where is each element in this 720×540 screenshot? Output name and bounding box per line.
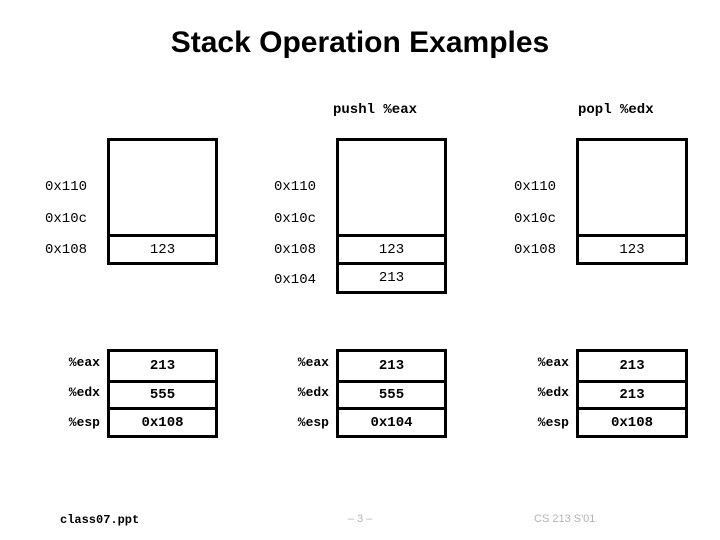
reg-label-eax-pushl: %eax <box>297 355 329 370</box>
reg-label-eax-initial: %eax <box>68 355 100 370</box>
reg-label-eax-popl: %eax <box>537 355 569 370</box>
stack-box-initial: 123 <box>107 138 218 265</box>
addr-label-0x110-pushl: 0x110 <box>274 179 317 195</box>
reg-label-esp-initial: %esp <box>68 415 100 430</box>
reg-value-eax-pushl: 213 <box>339 352 444 380</box>
footer-page-number: – 3 – <box>347 513 373 525</box>
stack-cell-empty-initial <box>110 141 215 234</box>
reg-value-edx-pushl: 555 <box>339 380 444 407</box>
footer-filename: class07.ppt <box>60 513 140 527</box>
reg-value-eax-initial: 213 <box>110 352 215 380</box>
page-title: Stack Operation Examples <box>170 26 550 59</box>
reg-value-eax-popl: 213 <box>579 352 685 380</box>
addr-label-0x10c-pushl: 0x10c <box>274 211 317 227</box>
addr-label-0x110-initial: 0x110 <box>45 179 88 195</box>
footer-course: CS 213 S'01 <box>534 513 596 525</box>
addr-label-0x104-pushl: 0x104 <box>274 272 317 288</box>
register-table-pushl: 213 555 0x104 <box>336 349 447 438</box>
reg-label-edx-pushl: %edx <box>297 385 329 400</box>
reg-value-esp-initial: 0x108 <box>110 407 215 435</box>
addr-label-0x10c-initial: 0x10c <box>45 211 88 227</box>
addr-label-0x108-popl: 0x108 <box>514 242 557 258</box>
reg-value-esp-pushl: 0x104 <box>339 407 444 435</box>
stack-box-popl: 123 <box>576 138 688 265</box>
reg-label-esp-pushl: %esp <box>297 415 329 430</box>
addr-label-0x110-popl: 0x110 <box>514 179 557 195</box>
reg-value-edx-popl: 213 <box>579 380 685 407</box>
reg-label-esp-popl: %esp <box>537 415 569 430</box>
stack-cell-0x108-pushl: 123 <box>339 234 444 262</box>
op-header-pushl: pushl %eax <box>333 102 418 118</box>
stack-cell-0x108-initial: 123 <box>110 234 215 262</box>
op-header-popl: popl %edx <box>578 102 654 118</box>
stack-cell-empty-popl <box>579 141 685 234</box>
addr-label-0x108-pushl: 0x108 <box>274 242 317 258</box>
stack-box-pushl: 123 213 <box>336 138 447 294</box>
stack-cell-0x108-popl: 123 <box>579 234 685 262</box>
reg-label-edx-popl: %edx <box>537 385 569 400</box>
addr-label-0x10c-popl: 0x10c <box>514 211 557 227</box>
reg-value-edx-initial: 555 <box>110 380 215 407</box>
register-table-popl: 213 213 0x108 <box>576 349 688 438</box>
reg-label-edx-initial: %edx <box>68 385 100 400</box>
reg-value-esp-popl: 0x108 <box>579 407 685 435</box>
register-table-initial: 213 555 0x108 <box>107 349 218 438</box>
stack-cell-0x104-pushl: 213 <box>339 262 444 291</box>
addr-label-0x108-initial: 0x108 <box>45 242 88 258</box>
stack-cell-empty-pushl <box>339 141 444 234</box>
